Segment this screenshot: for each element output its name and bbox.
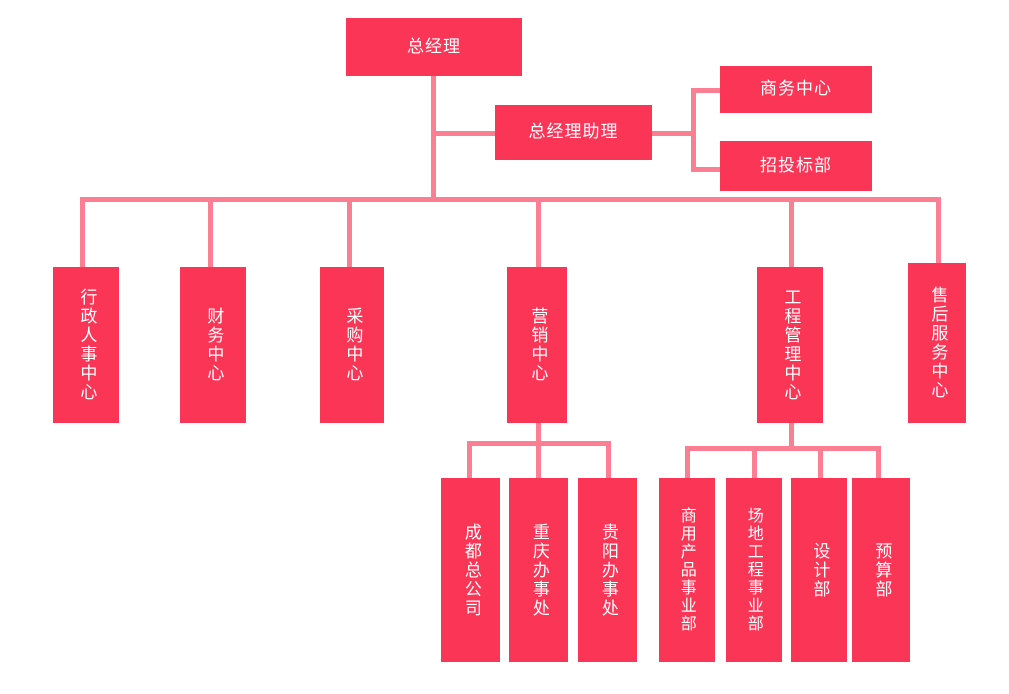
connector-drop-admin-hr	[80, 197, 85, 267]
connector-engineering-to-commercial-product	[685, 446, 690, 479]
connector-drop-engineering	[789, 197, 794, 267]
connector-gm-to-trunk	[431, 76, 436, 200]
connector-engineering-bar	[685, 446, 880, 451]
connector-marketing-stem	[536, 423, 541, 445]
connector-assistant-to-bracket	[650, 131, 696, 136]
node-gm-assistant[interactable]: 总经理助理	[495, 105, 652, 160]
connector-marketing-to-chongqing	[536, 441, 541, 479]
node-general-manager[interactable]: 总经理	[346, 18, 522, 76]
connector-main-trunk	[80, 197, 941, 202]
node-finance-center[interactable]: 财务中心	[180, 267, 246, 423]
connector-bracket-to-bidding-dept	[691, 167, 723, 172]
connector-gm-to-assistant	[435, 131, 497, 136]
node-admin-hr-center[interactable]: 行政人事中心	[53, 267, 119, 423]
connector-marketing-to-guiyang	[606, 441, 611, 479]
node-after-sales-center[interactable]: 售后服务中心	[908, 263, 966, 423]
connector-drop-marketing	[536, 197, 541, 267]
node-marketing-center[interactable]: 营销中心	[507, 267, 567, 423]
node-site-engineering-division[interactable]: 场地工程事业部	[726, 478, 782, 662]
node-engineering-mgmt-center[interactable]: 工程管理中心	[757, 267, 823, 423]
node-business-center[interactable]: 商务中心	[720, 66, 872, 113]
connector-drop-finance	[208, 197, 213, 267]
connector-engineering-stem	[789, 423, 794, 449]
connector-bracket-vertical	[691, 88, 696, 172]
node-budget-department[interactable]: 预算部	[852, 478, 910, 662]
connector-drop-procurement	[347, 197, 352, 267]
node-guiyang-office[interactable]: 贵阳办事处	[578, 478, 637, 662]
node-chongqing-office[interactable]: 重庆办事处	[509, 478, 568, 662]
node-chengdu-head-company[interactable]: 成都总公司	[441, 478, 500, 662]
connector-engineering-to-site-engineering	[752, 446, 757, 479]
connector-drop-after-sales	[936, 197, 941, 267]
connector-engineering-to-design	[818, 446, 823, 479]
connector-bracket-to-business-center	[691, 88, 723, 93]
connector-engineering-to-budget	[876, 446, 881, 479]
node-commercial-product-division[interactable]: 商用产品事业部	[659, 478, 715, 662]
node-bidding-department[interactable]: 招投标部	[720, 141, 872, 191]
connector-marketing-to-chengdu	[467, 441, 472, 479]
node-design-department[interactable]: 设计部	[791, 478, 847, 662]
node-procurement-center[interactable]: 采购中心	[320, 267, 384, 423]
